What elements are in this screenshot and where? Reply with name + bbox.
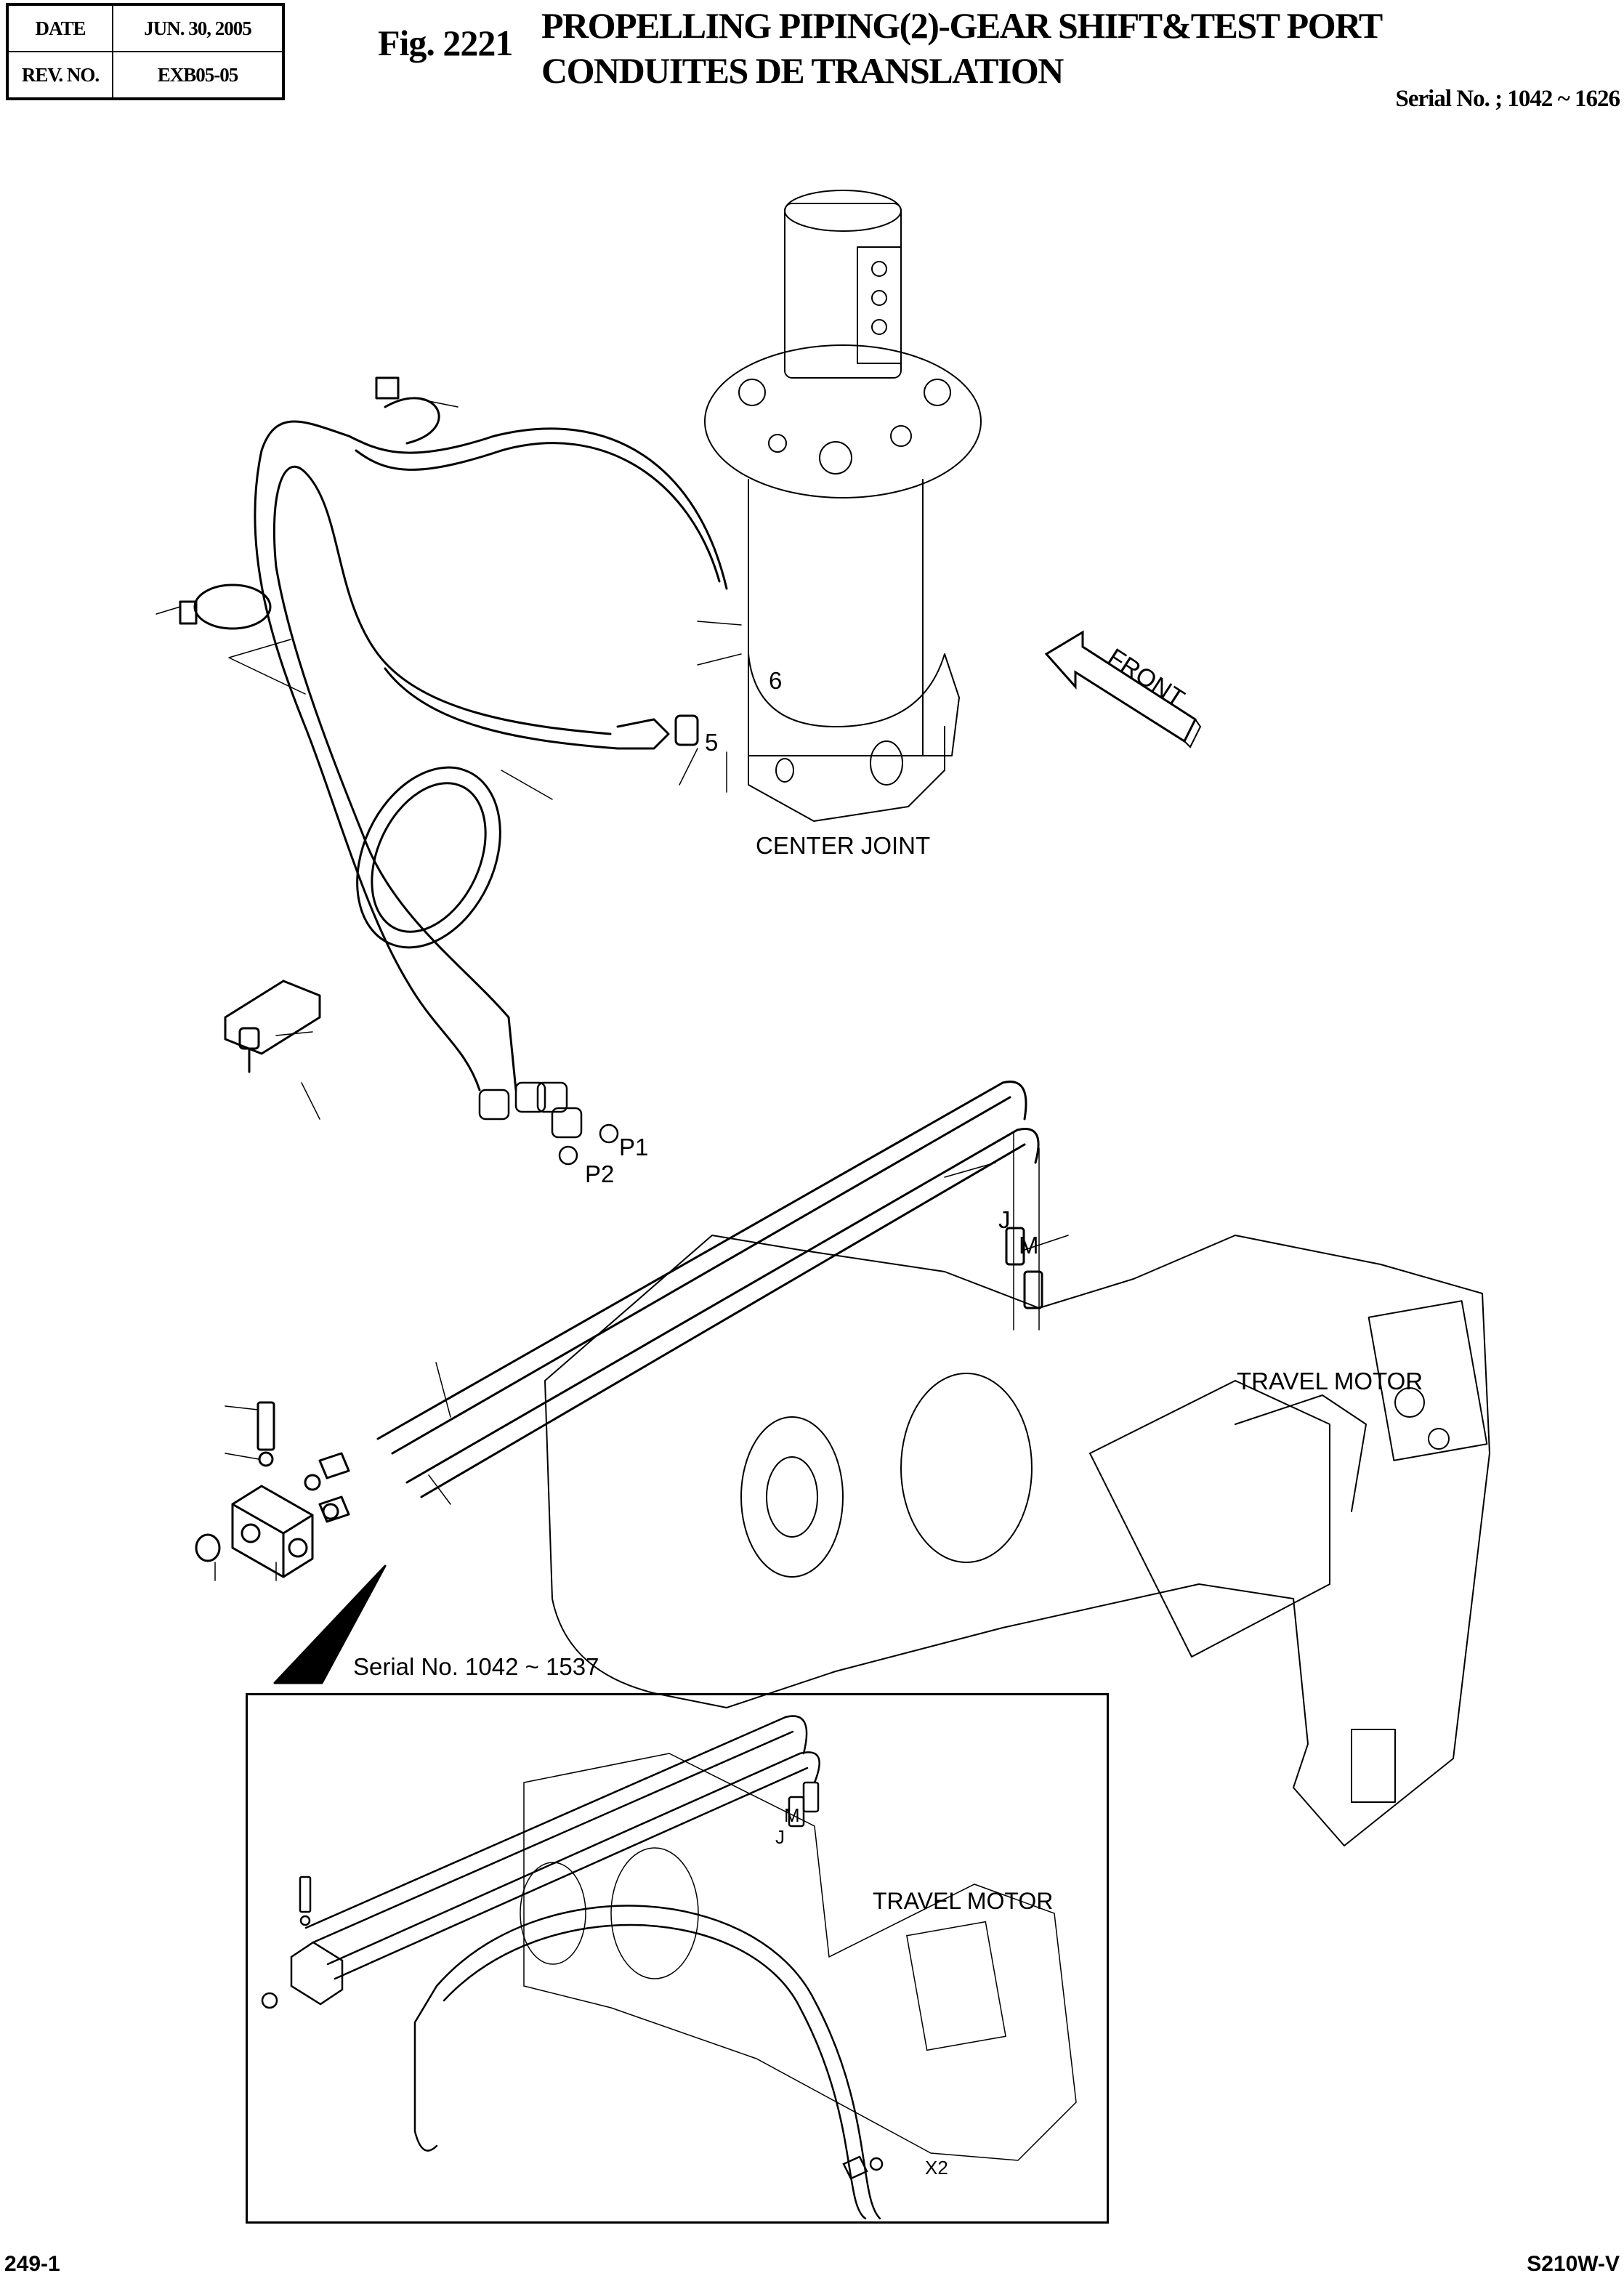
strap-left-buckle bbox=[179, 600, 198, 625]
motor-body bbox=[1089, 1380, 1330, 1658]
center-joint-base bbox=[748, 653, 960, 756]
strap-top bbox=[384, 397, 440, 445]
center-joint-flange bbox=[704, 344, 982, 498]
clamp-bracket bbox=[224, 980, 321, 1073]
manifold-body bbox=[231, 1485, 314, 1578]
long-pipes bbox=[376, 1081, 1043, 1498]
manifold-washer bbox=[258, 1451, 274, 1467]
pressure-fittings bbox=[478, 1081, 619, 1166]
hose-clamp-ring bbox=[356, 766, 501, 949]
inset-pipes bbox=[304, 1716, 809, 1980]
hose-1 bbox=[254, 420, 728, 1091]
pipe-1 bbox=[376, 1081, 1004, 1440]
rev-value: EXB05-05 bbox=[112, 51, 284, 100]
inset-hose bbox=[435, 1905, 881, 2220]
port-label-p1: P1 bbox=[619, 1134, 649, 1160]
center-joint-cap-top bbox=[784, 190, 902, 232]
inset-port-label-m: M bbox=[784, 1804, 800, 1826]
front-direction-arrow: FRONT bbox=[1044, 630, 1202, 748]
gear-hub bbox=[740, 1416, 844, 1578]
center-joint-label: CENTER JOINT bbox=[756, 832, 931, 859]
inset-drawing bbox=[261, 1715, 1077, 2220]
title-line-1: PROPELLING PIPING(2)-GEAR SHIFT&TEST POR… bbox=[541, 5, 1383, 46]
motor-valve-block bbox=[1368, 1300, 1488, 1461]
strap-left bbox=[193, 584, 272, 630]
rev-label: REV. NO. bbox=[7, 51, 113, 100]
inset-manifold bbox=[290, 1941, 344, 2006]
manifold-bolt bbox=[256, 1401, 275, 1451]
fitting-j bbox=[1005, 1227, 1025, 1266]
inset-detail-view: TRAVEL MOTOR M J X2 bbox=[246, 1693, 1109, 2224]
manifold-plug bbox=[195, 1533, 221, 1562]
leader-lines bbox=[155, 399, 1069, 1581]
port-label-m: M bbox=[1019, 1232, 1039, 1259]
transmission-housing bbox=[544, 1235, 1490, 1846]
hose-2 bbox=[272, 465, 612, 1091]
manifold-block bbox=[195, 1401, 350, 1578]
port-label-p2: P2 bbox=[585, 1160, 615, 1187]
center-joint-drawing bbox=[704, 190, 982, 822]
inset-caption: Serial No. 1042 ~ 1537 bbox=[353, 1653, 599, 1680]
strap-top-buckle bbox=[375, 376, 400, 400]
title-line-2: CONDUITES DE TRANSLATION bbox=[541, 50, 1064, 91]
revision-table: DATE JUN. 30, 2005 REV. NO. EXB05-05 bbox=[6, 3, 285, 100]
fitting-m bbox=[1023, 1270, 1043, 1309]
center-joint-cap bbox=[784, 203, 902, 379]
serial-range: Serial No. ; 1042 ~ 1626 bbox=[1395, 86, 1620, 112]
model-number: S210W-V bbox=[1527, 2252, 1620, 2276]
inset-port-label-x2: X2 bbox=[925, 2157, 948, 2179]
pipe-2 bbox=[405, 1129, 1019, 1484]
travel-motor-drawing bbox=[544, 1235, 1490, 1846]
travel-motor-label: TRAVEL MOTOR bbox=[1237, 1368, 1423, 1394]
figure-number: Fig. 2221 bbox=[378, 23, 513, 63]
inset-travel-motor bbox=[523, 1753, 1077, 2161]
date-label: DATE bbox=[7, 4, 113, 52]
hose-assembly bbox=[254, 420, 728, 1091]
page-number: 249-1 bbox=[4, 2252, 60, 2276]
inset-travel-motor-label: TRAVEL MOTOR bbox=[873, 1888, 1054, 1914]
callout-5: 5 bbox=[705, 729, 719, 756]
port-label-j: J bbox=[998, 1206, 1011, 1233]
motor-port-plate bbox=[1351, 1729, 1396, 1803]
inset-pointer bbox=[273, 1565, 387, 1684]
hose-end-fitting bbox=[616, 718, 670, 750]
bracket-plate bbox=[224, 980, 321, 1055]
callout-6: 6 bbox=[769, 667, 783, 694]
center-joint-port-block bbox=[857, 246, 902, 364]
hose-straps bbox=[179, 376, 440, 630]
inset-port-label-j: J bbox=[775, 1826, 785, 1848]
page-title: PROPELLING PIPING(2)-GEAR SHIFT&TEST POR… bbox=[541, 3, 1383, 93]
date-value: JUN. 30, 2005 bbox=[112, 4, 284, 52]
